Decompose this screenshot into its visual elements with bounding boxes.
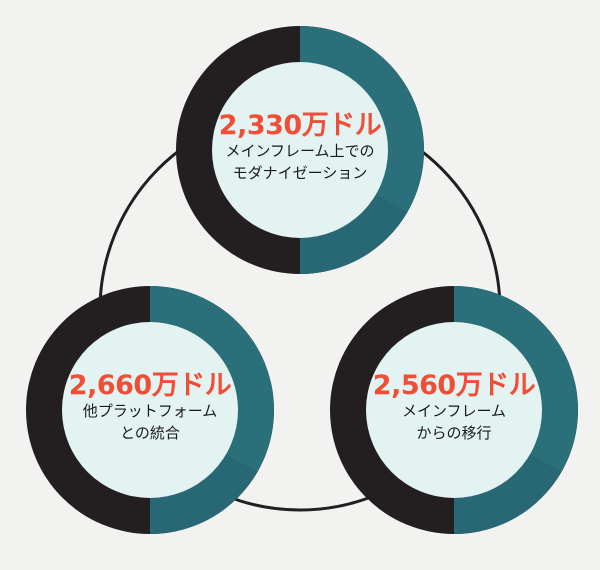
node-left: 2,660万ドル 他プラットフォーム との統合 (50, 370, 250, 445)
node-top-label-line1: メインフレーム上での (225, 142, 375, 161)
ring-left-center (62, 322, 238, 498)
node-left-label-line2: との統合 (120, 423, 180, 442)
node-left-label-line1: 他プラットフォーム (82, 402, 218, 421)
node-top-amount: 2,330万ドル (218, 110, 382, 141)
ring-right-center (366, 322, 542, 498)
node-right-label-line2: からの移行 (416, 423, 492, 442)
node-top: 2,330万ドル メインフレーム上での モダナイゼーション (200, 110, 400, 185)
node-right: 2,560万ドル メインフレーム からの移行 (354, 370, 554, 445)
node-top-label-line2: モダナイゼーション (232, 163, 368, 182)
node-right-label-line1: メインフレーム (401, 402, 507, 421)
node-left-amount: 2,660万ドル (68, 370, 232, 401)
ring-left (26, 286, 274, 534)
ring-right (330, 286, 578, 534)
ring-top-center (212, 62, 388, 238)
node-right-amount: 2,560万ドル (372, 370, 536, 401)
ring-top (176, 26, 424, 274)
